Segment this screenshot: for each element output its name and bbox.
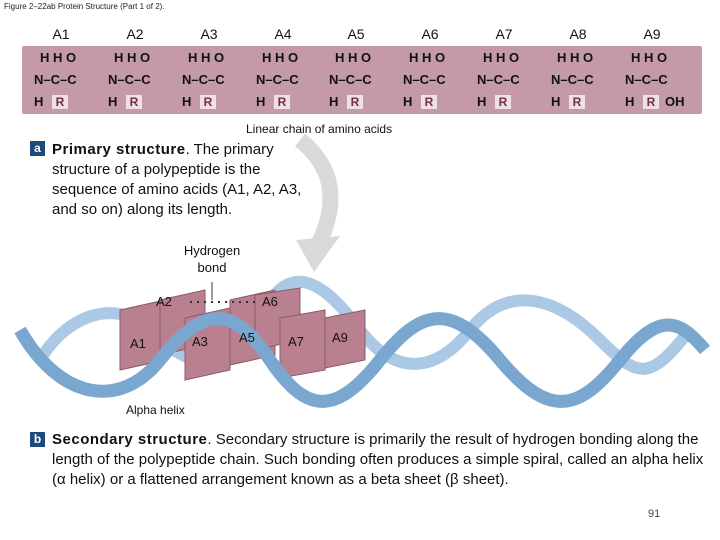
section-b-text: Secondary structure. Secondary structure…	[52, 430, 712, 490]
section-a-text: Primary structure. The primary structure…	[52, 140, 322, 220]
aa-label-a5: A5	[347, 26, 365, 42]
atoms-h: H	[477, 94, 487, 109]
atoms-backbone: N–C–C	[182, 72, 225, 87]
aa-label-a9: A9	[643, 26, 661, 42]
aa-label-a2: A2	[126, 26, 144, 42]
r-group: R	[200, 95, 216, 109]
atoms-h: H	[403, 94, 413, 109]
atoms-backbone: N–C–C	[403, 72, 446, 87]
atoms-backbone: N–C–C	[34, 72, 77, 87]
atoms-h: H	[182, 94, 192, 109]
section-a-heading: Primary structure	[52, 141, 186, 158]
atoms-backbone: N–C–C	[625, 72, 668, 87]
chain-unit-a1: H H O N–C–C H R	[28, 50, 98, 112]
r-group: R	[347, 95, 363, 109]
helix-label-a2: A2	[156, 294, 172, 309]
atoms-h: H	[625, 94, 635, 109]
helix-label-a9: A9	[332, 330, 348, 345]
aa-label-a8: A8	[569, 26, 587, 42]
atoms-backbone: N–C–C	[256, 72, 299, 87]
chain-unit-a6: H H O N–C–C H R	[397, 50, 467, 112]
section-b-heading: Secondary structure	[52, 431, 208, 448]
r-group: R	[569, 95, 585, 109]
atoms-h: H	[329, 94, 339, 109]
atoms-backbone: N–C–C	[329, 72, 372, 87]
helix-label-a3: A3	[192, 334, 208, 349]
atoms-top: H H O	[409, 50, 446, 65]
atoms-backbone: N–C–C	[108, 72, 151, 87]
r-group: R	[643, 95, 659, 109]
atoms-top: H H O	[631, 50, 668, 65]
atoms-top: H H O	[483, 50, 520, 65]
alpha-helix-label: Alpha helix	[126, 403, 185, 417]
chain-unit-a9: H H O N–C–C H R OH	[619, 50, 689, 112]
aa-label-a1: A1	[52, 26, 70, 42]
atoms-top: H H O	[40, 50, 77, 65]
block-a9	[324, 309, 366, 369]
atoms-h: H	[34, 94, 44, 109]
section-a-badge: a	[30, 141, 45, 156]
chain-unit-a4: H H O N–C–C H R	[250, 50, 320, 112]
atoms-h: H	[108, 94, 118, 109]
section-b-badge: b	[30, 432, 45, 447]
page-number: 91	[648, 508, 661, 520]
hydrogen-bond-label: Hydrogen bond	[183, 243, 241, 275]
curved-arrow-head	[296, 236, 340, 272]
helix-label-a7: A7	[288, 334, 304, 349]
curved-arrow	[294, 133, 339, 249]
atoms-backbone: N–C–C	[551, 72, 594, 87]
aa-label-a7: A7	[495, 26, 513, 42]
section-a-body: . The primary structure of a polypeptide…	[52, 141, 302, 218]
atoms-top: H H O	[335, 50, 372, 65]
helix-label-a6: A6	[262, 294, 278, 309]
atoms-top: H H O	[188, 50, 225, 65]
r-group: R	[126, 95, 142, 109]
figure-title: Figure 2–22ab Protein Structure (Part 1 …	[4, 2, 165, 11]
helix-label-a1: A1	[130, 336, 146, 351]
atoms-top: H H O	[557, 50, 594, 65]
aa-label-a3: A3	[200, 26, 218, 42]
atoms-h: H	[551, 94, 561, 109]
atoms-top: H H O	[262, 50, 299, 65]
chain-unit-a3: H H O N–C–C H R	[176, 50, 246, 112]
block-a7	[279, 309, 326, 379]
r-group: R	[52, 95, 68, 109]
aa-label-a6: A6	[421, 26, 439, 42]
chain-unit-a5: H H O N–C–C H R	[323, 50, 393, 112]
atoms-h: H	[256, 94, 266, 109]
helix-label-a5: A5	[239, 330, 255, 345]
chain-caption: Linear chain of amino acids	[246, 122, 393, 136]
terminal-oh: OH	[665, 94, 685, 109]
section-b-body: . Secondary structure is primarily the r…	[52, 431, 704, 488]
r-group: R	[495, 95, 511, 109]
atoms-backbone: N–C–C	[477, 72, 520, 87]
atoms-top: H H O	[114, 50, 151, 65]
chain-unit-a8: H H O N–C–C H R	[545, 50, 615, 112]
chain-unit-a7: H H O N–C–C H R	[471, 50, 541, 112]
r-group: R	[421, 95, 437, 109]
chain-unit-a2: H H O N–C–C H R	[102, 50, 172, 112]
aa-label-a4: A4	[274, 26, 292, 42]
r-group: R	[274, 95, 290, 109]
helix-ribbon-front	[14, 312, 710, 408]
